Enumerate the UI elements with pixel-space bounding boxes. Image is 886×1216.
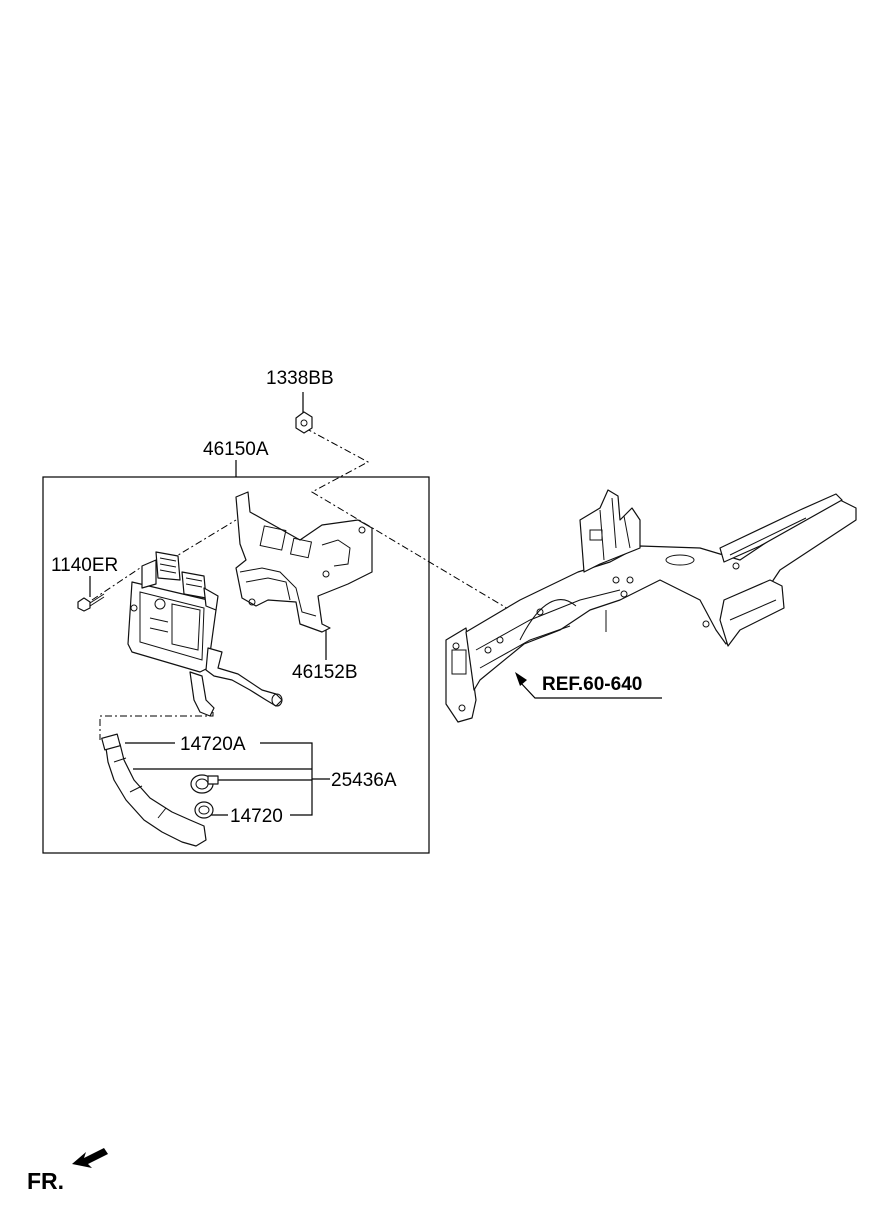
- control-module-part: [127, 551, 283, 717]
- label-reference: REF.60-640: [542, 674, 642, 695]
- reference-arrowhead: [515, 672, 527, 686]
- dash-hose-to-module: [99, 712, 214, 740]
- label-direction: FR.: [27, 1168, 64, 1194]
- bracket-part: [235, 491, 373, 633]
- front-arrow-icon: [72, 1148, 108, 1168]
- leader-clamp-a-right: [260, 742, 313, 816]
- label-nut: 1338BB: [266, 368, 334, 389]
- frame-member-part: [445, 489, 857, 723]
- label-clamp-a: 14720A: [180, 734, 246, 755]
- clamp-lower-part: [194, 801, 214, 819]
- dash-bolt-to-module: [91, 567, 141, 601]
- leader-reference: [519, 681, 662, 699]
- dash-nut-to-frame: [304, 427, 511, 611]
- label-bolt: 1140ER: [51, 555, 118, 576]
- dash-module-to-bracket: [169, 519, 237, 561]
- bolt-part: [77, 593, 105, 612]
- hose-part: [101, 733, 207, 847]
- label-bracket: 46152B: [292, 662, 358, 683]
- label-hose: 25436A: [331, 770, 397, 791]
- label-clamp: 14720: [230, 806, 283, 827]
- nut-part: [295, 411, 313, 434]
- clamp-upper-part: [190, 774, 219, 794]
- label-assembly: 46150A: [203, 439, 269, 460]
